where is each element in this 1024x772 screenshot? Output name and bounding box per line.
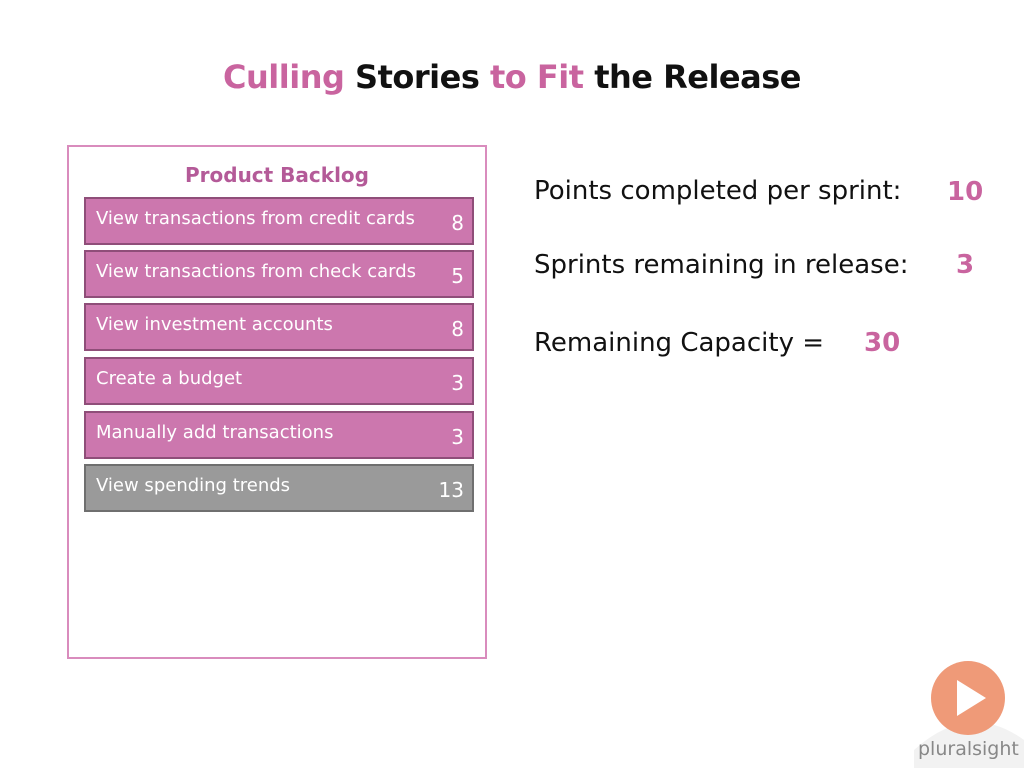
story-points: 13 xyxy=(438,478,464,502)
story-points: 3 xyxy=(451,371,464,395)
story-label: View investment accounts xyxy=(96,314,333,335)
story-label: View transactions from check cards xyxy=(96,261,417,282)
story-points: 5 xyxy=(451,264,464,288)
story-card-culled: View spending trends 13 xyxy=(84,464,474,512)
story-card: View transactions from credit cards 8 xyxy=(84,197,474,245)
points-label: Points completed per sprint: xyxy=(534,176,902,206)
points-value: 10 xyxy=(947,177,984,207)
backlog-heading: Product Backlog xyxy=(184,163,369,187)
story-label: View transactions from credit cards xyxy=(96,208,415,229)
capacity-label: Remaining Capacity = xyxy=(534,328,824,358)
capacity-value: 30 xyxy=(864,328,901,358)
story-card: Create a budget 3 xyxy=(84,357,474,405)
product-backlog-panel: Product Backlog View transactions from c… xyxy=(67,145,487,659)
story-label: Manually add transactions xyxy=(96,422,334,443)
title-part: the Release xyxy=(594,58,801,96)
title-part: Stories xyxy=(355,58,480,96)
story-label: Create a budget xyxy=(96,368,243,389)
sprints-value: 3 xyxy=(956,250,975,280)
pluralsight-logo: pluralsight xyxy=(914,660,1024,768)
story-points: 3 xyxy=(451,425,464,449)
slide-title: Culling Stories to Fit the Release xyxy=(0,58,1024,96)
story-label: View spending trends xyxy=(96,475,291,496)
play-icon xyxy=(914,661,1024,768)
title-part: to Fit xyxy=(490,58,584,96)
story-points: 8 xyxy=(451,317,464,341)
logo-text: pluralsight xyxy=(918,738,1019,760)
story-card: View investment accounts 8 xyxy=(84,303,474,351)
sprints-label: Sprints remaining in release: xyxy=(534,250,909,280)
title-part: Culling xyxy=(223,58,345,96)
story-card: View transactions from check cards 5 xyxy=(84,250,474,298)
story-card: Manually add transactions 3 xyxy=(84,411,474,459)
story-points: 8 xyxy=(451,211,464,235)
